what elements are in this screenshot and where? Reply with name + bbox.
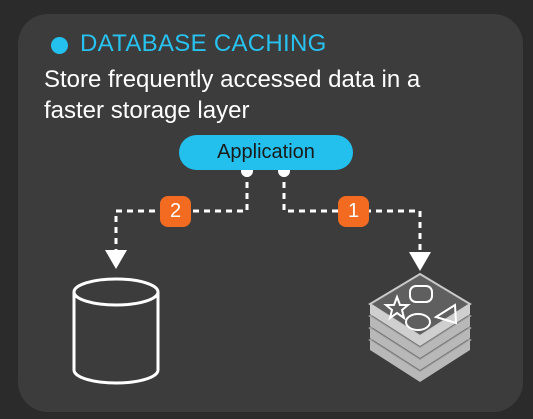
database-cylinder-icon xyxy=(72,277,160,385)
section-subtitle: Store frequently accessed data in a fast… xyxy=(44,66,421,124)
cache-stack-icon xyxy=(368,272,472,382)
star-shape-icon xyxy=(383,294,411,321)
bullet-dot-icon xyxy=(51,37,68,54)
step-badge-1: 1 xyxy=(338,196,369,227)
section-title: DATABASE CACHING xyxy=(80,30,327,57)
rounded-square-shape-icon xyxy=(409,285,433,303)
circle-shape-icon xyxy=(405,313,431,331)
arrowhead-database xyxy=(105,250,127,269)
step-badge-2: 2 xyxy=(160,196,191,227)
connector-to-database xyxy=(114,171,249,250)
triangle-shape-icon xyxy=(433,303,458,325)
application-node: Application xyxy=(179,135,353,170)
arrowhead-cache xyxy=(409,252,431,271)
